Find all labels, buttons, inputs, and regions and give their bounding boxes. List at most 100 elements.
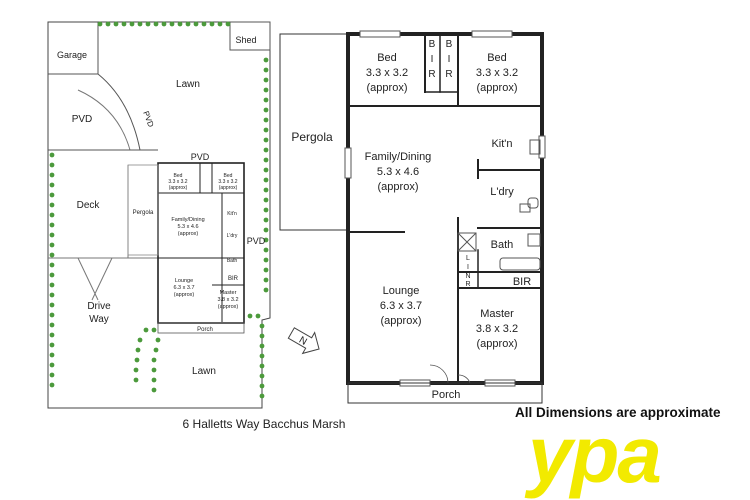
garage-outline <box>48 22 99 75</box>
mini-bath-label: Bath <box>227 258 238 264</box>
mini-lounge-dims: 6.3 x 3.7 <box>173 285 194 291</box>
shed-label: Shed <box>235 35 256 45</box>
lounge-name: Lounge <box>383 285 420 297</box>
bir2-letter-i: I <box>448 54 451 65</box>
bed1-approx: (approx) <box>367 82 408 94</box>
vanity-icon <box>527 233 541 247</box>
bed1-name: Bed <box>377 52 397 64</box>
window <box>359 30 401 38</box>
property-address: 6 Halletts Way Bacchus Marsh <box>183 417 346 431</box>
bir-letter-i: I <box>431 54 434 65</box>
pvd-left-label: PVD <box>72 114 93 125</box>
mini-porch-label: Porch <box>197 327 213 333</box>
mini-bed2-dims: 3.3 x 3.2 <box>218 179 237 185</box>
hedge-left <box>49 152 55 388</box>
mini-family-name: Family/Dining <box>171 217 204 223</box>
toilet-icon <box>527 197 539 209</box>
mini-family-approx: (approx) <box>178 231 199 237</box>
dimensions-disclaimer: All Dimensions are approximate <box>515 405 721 420</box>
kitchen-sink-icon <box>529 139 541 155</box>
mini-kitn-label: Kit'n <box>227 211 237 217</box>
mini-lounge-approx: (approx) <box>174 292 195 298</box>
window-2 <box>471 30 513 38</box>
shower-cross-2 <box>457 232 477 252</box>
front-lawn-label: Lawn <box>192 366 216 377</box>
window-4 <box>538 135 546 159</box>
pvd-side-label: PVD <box>247 236 266 246</box>
porch-label: Porch <box>432 389 461 401</box>
mini-ldry-label: L'dry <box>227 233 238 239</box>
mini-bed1-dims: 3.3 x 3.2 <box>168 179 187 185</box>
garage-label: Garage <box>57 50 87 60</box>
bir-letter-r: R <box>428 69 435 80</box>
hedge-right <box>263 57 269 293</box>
driveway-curve <box>97 73 141 151</box>
bed2-name: Bed <box>487 52 507 64</box>
back-lawn-label: Lawn <box>176 79 200 90</box>
mini-master-name: Master <box>220 290 237 296</box>
mini-bed2-name: Bed <box>224 173 233 179</box>
bed1-dims: 3.3 x 3.2 <box>366 67 408 79</box>
pvd-curve-label: PVD <box>141 110 155 129</box>
pergola-label: Pergola <box>291 130 333 144</box>
bir2-letter-r: R <box>445 69 452 80</box>
master-name: Master <box>480 308 514 320</box>
fixtures <box>457 139 541 271</box>
kitchen-label: Kit'n <box>491 138 512 150</box>
lounge-dims: 6.3 x 3.7 <box>380 300 422 312</box>
lin-letter-r: R <box>465 281 470 288</box>
mini-house <box>127 162 245 334</box>
mini-master-approx: (approx) <box>218 304 239 310</box>
mini-pergola-label: Pergola <box>133 210 154 216</box>
bath-label: Bath <box>491 239 514 251</box>
lounge-approx: (approx) <box>381 315 422 327</box>
hedges <box>49 21 269 399</box>
mini-pergola <box>127 164 159 256</box>
fence-2 <box>77 257 99 301</box>
shower-icon <box>457 232 477 252</box>
north-arrow-icon: N <box>287 327 320 355</box>
shed-outline <box>229 21 271 51</box>
bed2-approx: (approx) <box>477 82 518 94</box>
family-approx: (approx) <box>378 181 419 193</box>
way-label: Way <box>89 314 109 325</box>
bir-letter-b: B <box>429 39 436 50</box>
ypa-logo: ypa <box>524 410 660 499</box>
master-dims: 3.8 x 3.2 <box>476 323 518 335</box>
mini-porch <box>157 322 245 334</box>
hedge-front-right <box>247 313 265 399</box>
mini-bed2-approx: (approx) <box>219 185 238 191</box>
mini-bed1-name: Bed <box>174 173 183 179</box>
mini-master-dims: 3.8 x 3.2 <box>217 297 238 303</box>
hedge-front-left <box>133 327 161 393</box>
deck-label: Deck <box>77 200 101 211</box>
driveway-curve-2 <box>77 89 131 151</box>
laundry-label: L'dry <box>490 186 514 198</box>
fence-3 <box>91 257 113 301</box>
mini-family-dims: 5.3 x 4.6 <box>177 224 198 230</box>
bed2-dims: 3.3 x 3.2 <box>476 67 518 79</box>
lin-letter-n: N <box>465 273 470 280</box>
mini-bir-label: BIR <box>228 276 239 282</box>
hedge-top <box>97 21 231 27</box>
window-3 <box>344 147 352 179</box>
doors <box>429 364 471 384</box>
master-approx: (approx) <box>477 338 518 350</box>
lin-letter-l: L <box>466 255 470 262</box>
door-swing-icon <box>429 364 449 384</box>
north-label: N <box>297 335 309 348</box>
bir2-letter-b: B <box>446 39 453 50</box>
family-dims: 5.3 x 4.6 <box>377 166 419 178</box>
pvd-top-label: PVD <box>191 152 210 162</box>
lin-letter-i: I <box>467 264 469 271</box>
door-swing-2-icon <box>457 374 471 384</box>
site-labels: Garage Shed Lawn PVD PVD PVD PVD Deck Dr… <box>57 35 266 377</box>
drive-label: Drive <box>87 301 111 312</box>
room-labels: Pergola Bed 3.3 x 3.2 (approx) Bed 3.3 x… <box>291 39 531 350</box>
bathtub-icon <box>499 257 541 271</box>
porch-outline <box>347 382 543 404</box>
mini-bed1-approx: (approx) <box>169 185 188 191</box>
mini-lounge-name: Lounge <box>175 278 193 284</box>
master-bir-label: BIR <box>513 276 531 288</box>
